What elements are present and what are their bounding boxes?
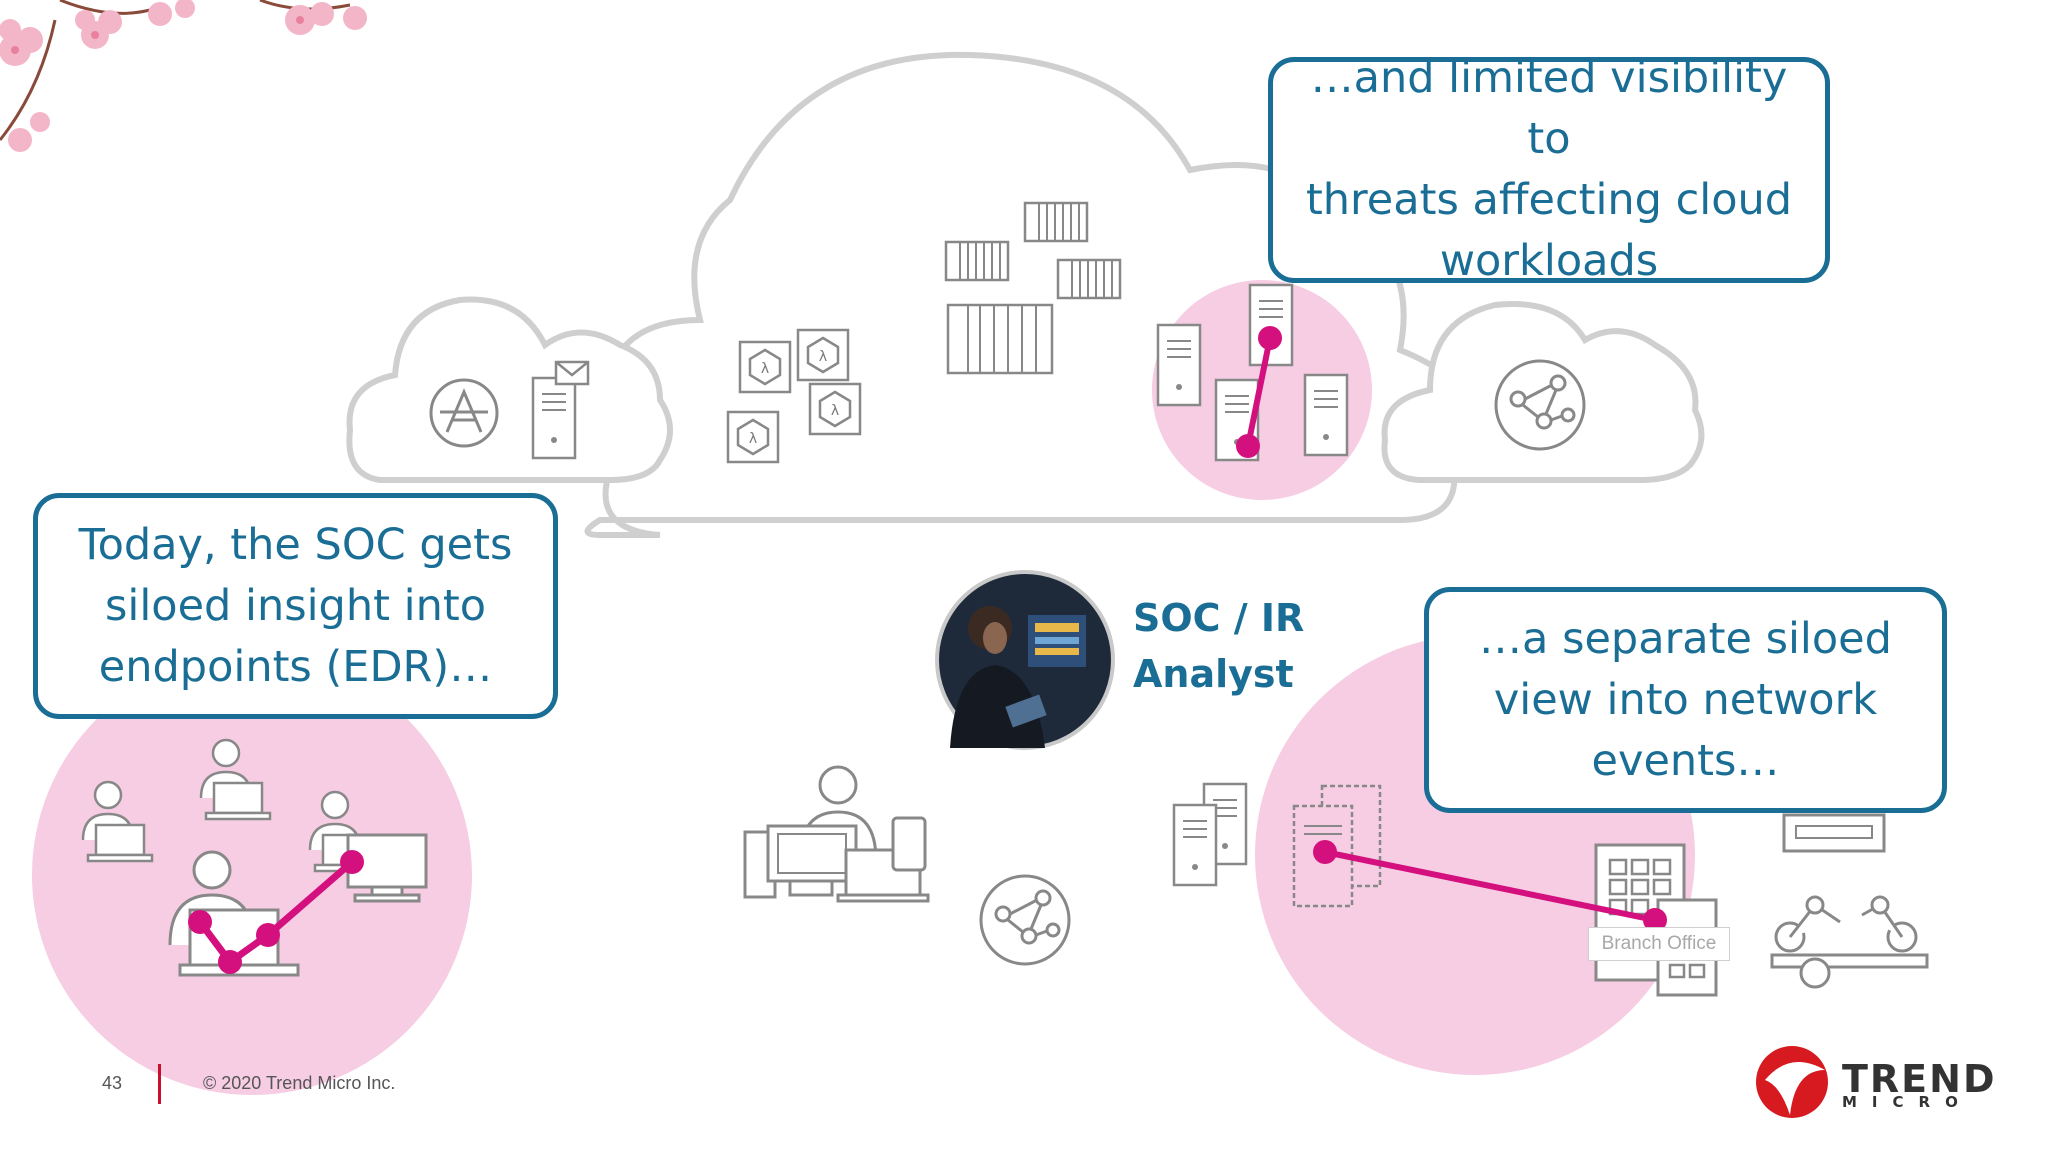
callout-line: Today, the SOC gets <box>78 519 513 570</box>
edr-insight-callout: Today, the SOC gets siloed insight into en… <box>33 493 558 719</box>
network-switch-icon <box>1782 813 1886 853</box>
container-icon <box>944 240 1010 282</box>
copyright-notice: © 2020 Trend Micro Inc. <box>203 1073 396 1093</box>
cloud-visibility-callout: …and limited visibility to threats affect… <box>1268 53 1830 286</box>
analyst-label-line1: SOC / IR <box>1133 596 1305 640</box>
server-icon <box>1303 373 1349 457</box>
callout-line: siloed insight into <box>104 580 487 631</box>
network-threat-path <box>1313 840 1667 932</box>
branch-office-label: Branch Office <box>1588 927 1730 961</box>
server-icon <box>1156 323 1202 407</box>
logo-wordmark-micro: MICRO <box>1842 1093 1973 1111</box>
robotic-arm-icon <box>1770 895 1929 989</box>
server-icon <box>1248 283 1294 367</box>
callout-line: …and limited visibility to <box>1310 53 1788 164</box>
endpoint-highlight <box>32 655 472 1095</box>
left-cloud <box>346 296 673 483</box>
container-icon <box>1023 201 1089 243</box>
lambda-function-icon <box>738 340 792 394</box>
page-number: 43 <box>102 1073 123 1093</box>
mail-server-icon <box>531 360 590 460</box>
callout-line: view into network <box>1493 674 1878 725</box>
analyst-label-line2: Analyst <box>1133 652 1294 696</box>
cloud-threat-path <box>1236 326 1282 458</box>
network-globe-icon <box>979 874 1071 966</box>
network-globe-icon <box>1494 359 1586 451</box>
callout-line: threats affecting cloud <box>1305 175 1793 225</box>
callout-line: …a separate siloed <box>1479 613 1892 664</box>
endpoint-threat-path <box>188 850 364 974</box>
container-icon <box>1056 258 1122 300</box>
logo-wordmark-trend: TREND <box>1842 1057 1997 1101</box>
lambda-function-icon <box>726 410 780 464</box>
analyst-avatar <box>935 570 1115 750</box>
callout-line: events… <box>1591 735 1780 786</box>
callout-line: endpoints (EDR)… <box>98 641 493 692</box>
footer-divider <box>158 1064 161 1104</box>
analyst-label: SOC / IR Analyst <box>1133 590 1304 702</box>
lambda-function-icon <box>796 328 850 382</box>
network-events-callout: …a separate siloed view into network event… <box>1424 587 1947 813</box>
desktop-workstation-icon <box>743 765 930 903</box>
server-icon <box>1172 803 1218 887</box>
cherry-blossom-decoration <box>0 0 367 152</box>
container-icon <box>946 303 1054 375</box>
lambda-function-icon <box>808 382 862 436</box>
callout-line: workloads <box>1439 236 1659 286</box>
app-store-icon <box>429 378 499 448</box>
trend-micro-logo <box>1756 1046 1828 1118</box>
